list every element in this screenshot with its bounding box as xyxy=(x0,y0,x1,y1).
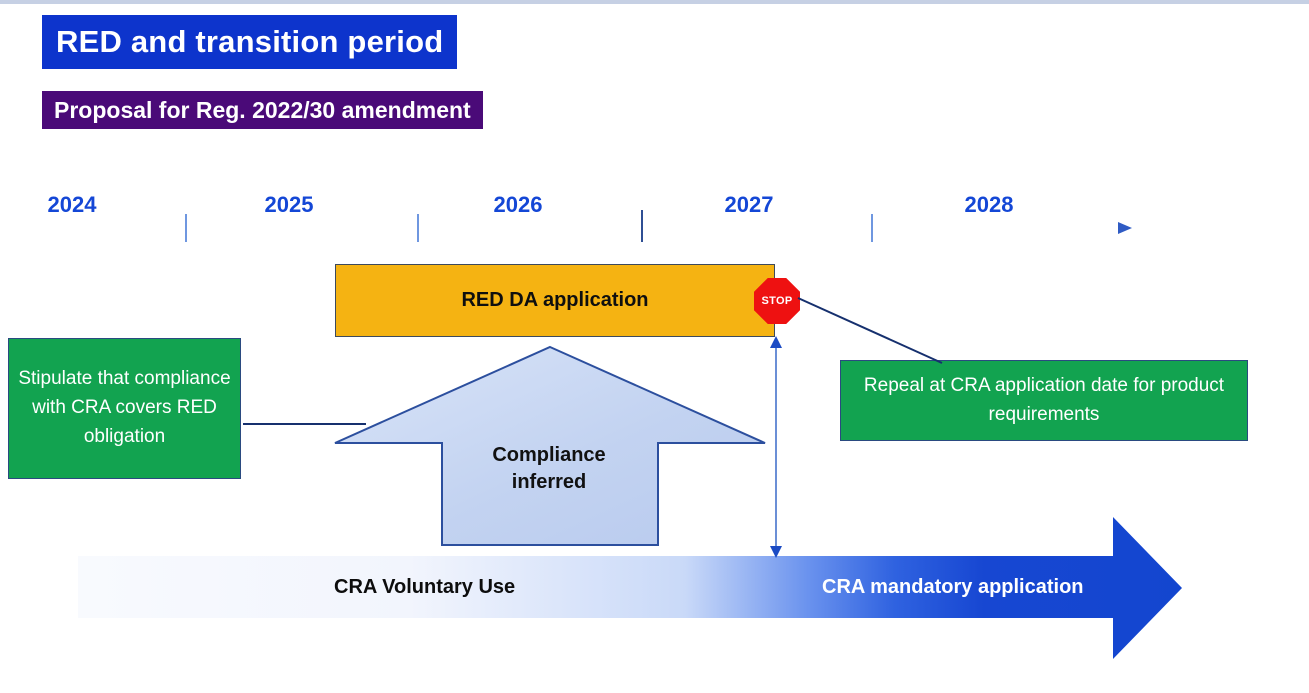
cra-date-marker-arrow-up xyxy=(770,336,782,348)
cra-voluntary-use-label: CRA Voluntary Use xyxy=(334,576,516,598)
compliance-inferred-arrow xyxy=(333,345,767,547)
timeline-axis xyxy=(28,210,1132,242)
compliance-inferred-label: Compliance inferred xyxy=(443,442,655,496)
timeline-year-2026: 2026 xyxy=(493,192,543,217)
stop-sign-icon: STOP xyxy=(754,278,800,324)
stop-to-repeal-leader xyxy=(797,297,943,364)
timeline-year-2028: 2028 xyxy=(964,192,1014,217)
cra-timeline-arrow xyxy=(70,508,1195,668)
top-edge-strip xyxy=(0,0,1309,4)
red-da-application-bar: RED DA application xyxy=(335,264,775,337)
timeline-year-2025: 2025 xyxy=(264,192,314,217)
cra-mandatory-application-label: CRA mandatory application xyxy=(822,576,1084,598)
timeline: 2024 2025 2026 2027 2028 xyxy=(0,170,1309,260)
compliance-line-2: inferred xyxy=(511,471,587,493)
callout-stipulate-compliance-text: Stipulate that compliance with CRA cover… xyxy=(18,368,231,447)
page-subtitle: Proposal for Reg. 2022/30 amendment xyxy=(42,91,483,129)
page-title: RED and transition period xyxy=(42,15,458,69)
callout-repeal-at-cra-text: Repeal at CRA application date for produ… xyxy=(863,374,1225,425)
compliance-line-1: Compliance xyxy=(492,444,606,466)
callout-stipulate-compliance: Stipulate that compliance with CRA cover… xyxy=(8,338,241,479)
callout-repeal-at-cra: Repeal at CRA application date for produ… xyxy=(840,360,1248,441)
timeline-year-2024: 2024 xyxy=(47,192,97,217)
stop-sign-label: STOP xyxy=(761,295,793,307)
timeline-year-2027: 2027 xyxy=(724,192,774,217)
red-da-application-label: RED DA application xyxy=(461,289,649,311)
